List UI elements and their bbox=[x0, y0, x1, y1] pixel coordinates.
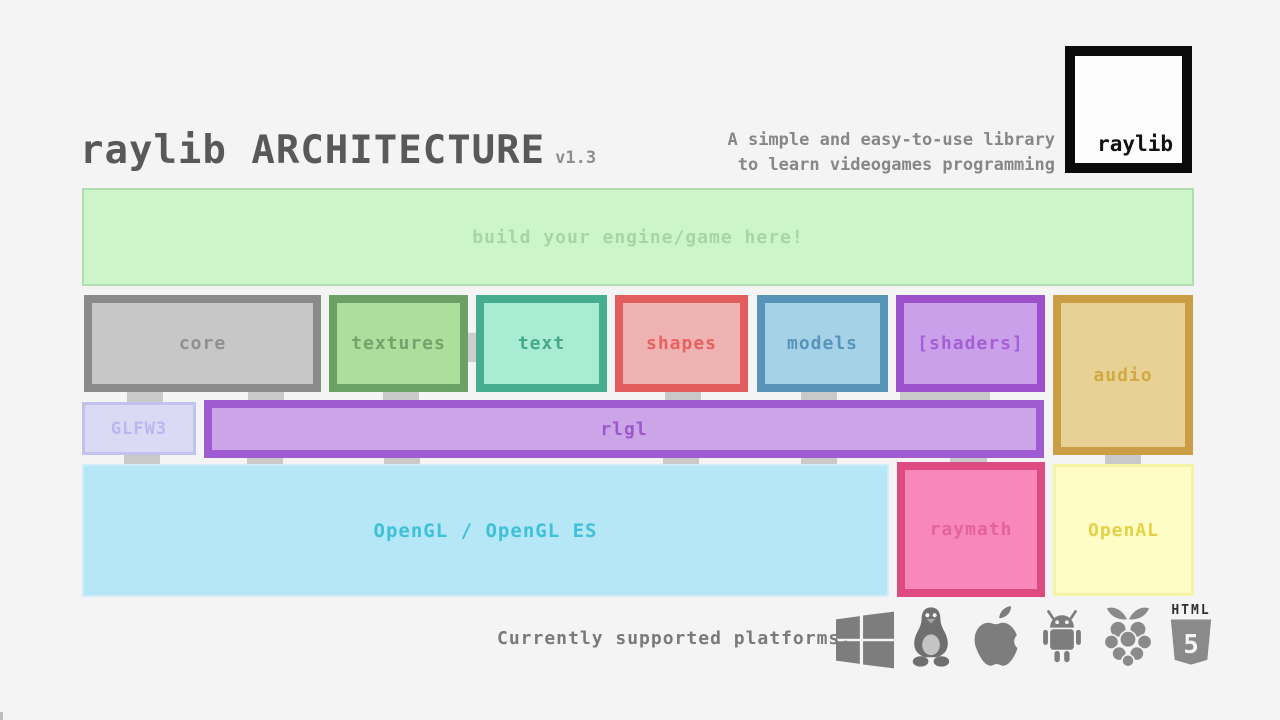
platform-raspberry-pi bbox=[1100, 605, 1156, 669]
openal-box: OpenAL bbox=[1053, 464, 1194, 596]
connector bbox=[248, 390, 284, 403]
html5-top-label: HTML bbox=[1171, 603, 1211, 618]
tagline: A simple and easy-to-use library to lear… bbox=[727, 128, 1055, 178]
windows-icon bbox=[836, 611, 894, 669]
tagline-line-1: A simple and easy-to-use library bbox=[727, 130, 1055, 150]
platform-windows bbox=[836, 611, 894, 669]
platform-linux bbox=[905, 605, 957, 669]
platform-android bbox=[1035, 609, 1089, 669]
opengl-label: OpenGL / OpenGL ES bbox=[373, 519, 598, 542]
connector bbox=[384, 456, 420, 465]
page-title: raylib ARCHITECTURE v1.3 bbox=[80, 128, 596, 173]
connector bbox=[247, 456, 283, 465]
module-shapes: shapes bbox=[615, 295, 748, 392]
screen-edge-artifact bbox=[0, 712, 3, 720]
module-audio: audio bbox=[1053, 295, 1193, 455]
platforms-row: HTML 5 bbox=[836, 604, 1215, 669]
connector bbox=[900, 390, 990, 403]
raylib-logo-text: raylib bbox=[1097, 132, 1173, 156]
module-shaders: [shaders] bbox=[896, 295, 1045, 392]
android-icon bbox=[1043, 610, 1081, 663]
raylib-logo: raylib bbox=[1065, 46, 1192, 173]
platform-html5: HTML 5 bbox=[1167, 604, 1215, 669]
linux-icon bbox=[912, 607, 950, 667]
module-core: core bbox=[84, 295, 321, 392]
rlgl-label: rlgl bbox=[600, 418, 648, 440]
apple-icon bbox=[974, 606, 1024, 666]
module-core-label: core bbox=[178, 333, 227, 354]
engine-box-label: build your engine/game here! bbox=[472, 226, 804, 248]
platform-apple bbox=[968, 605, 1024, 669]
connector bbox=[663, 456, 699, 465]
connector bbox=[466, 333, 476, 362]
opengl-box: OpenGL / OpenGL ES bbox=[82, 464, 889, 597]
engine-box: build your engine/game here! bbox=[82, 188, 1194, 286]
tagline-line-2: to learn videogames programming bbox=[737, 155, 1055, 175]
connector bbox=[801, 456, 837, 465]
html5-icon: 5 bbox=[1170, 619, 1212, 665]
connector bbox=[1105, 453, 1141, 465]
module-textures: textures bbox=[329, 295, 468, 392]
version-label: v1.3 bbox=[555, 148, 597, 168]
module-shaders-label: [shaders] bbox=[917, 333, 1024, 354]
openal-label: OpenAL bbox=[1087, 519, 1160, 541]
module-models: models bbox=[757, 295, 888, 392]
html5-number: 5 bbox=[1183, 630, 1199, 660]
connector bbox=[127, 390, 163, 403]
glfw3-box: GLFW3 bbox=[82, 402, 196, 455]
module-shapes-label: shapes bbox=[645, 333, 718, 354]
title-text: raylib ARCHITECTURE bbox=[80, 128, 546, 173]
platforms-label: Currently supported platforms: bbox=[497, 628, 853, 649]
connector bbox=[124, 454, 160, 465]
module-text: text bbox=[476, 295, 607, 392]
rlgl-box: rlgl bbox=[204, 400, 1044, 458]
module-models-label: models bbox=[786, 333, 859, 354]
raspberry-pi-icon bbox=[1103, 607, 1153, 668]
connector bbox=[383, 390, 419, 403]
module-text-label: text bbox=[517, 333, 566, 354]
module-audio-label: audio bbox=[1093, 364, 1153, 386]
raymath-label: raymath bbox=[929, 519, 1013, 540]
connector bbox=[950, 456, 987, 465]
raymath-box: raymath bbox=[897, 462, 1045, 597]
module-textures-label: textures bbox=[351, 333, 446, 354]
glfw3-label: GLFW3 bbox=[110, 418, 168, 439]
connector bbox=[801, 390, 837, 403]
connector bbox=[665, 390, 701, 403]
